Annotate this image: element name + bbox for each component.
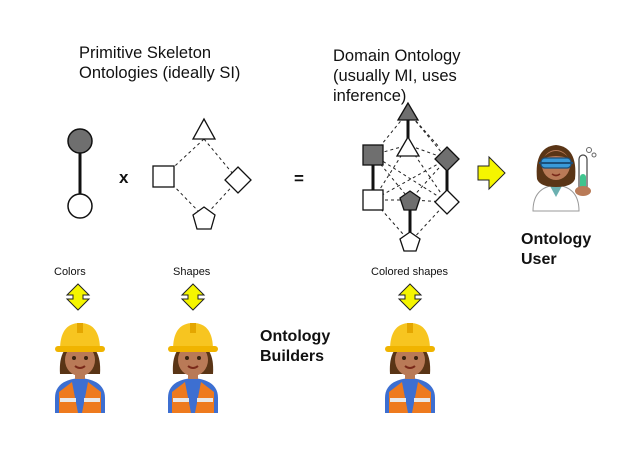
colored-shapes-label: Colored shapes — [371, 266, 449, 278]
equals-operator: = — [294, 169, 304, 188]
colors-skeleton — [67, 128, 93, 219]
double-arrow-icon — [181, 283, 205, 311]
right-arrow-icon — [477, 155, 506, 191]
builder-emoji-icon — [54, 322, 106, 414]
ontology-builders-label: Ontology Builders — [260, 328, 331, 365]
shapes-label: Shapes — [173, 266, 211, 278]
skeleton-ontologies-title: Primitive Skeleton Ontologies (ideally S… — [79, 44, 241, 83]
double-arrow-icon — [398, 283, 422, 311]
colors-label: Colors — [54, 266, 86, 278]
double-arrow-icon — [66, 283, 90, 311]
builder-emoji-icon — [167, 322, 219, 414]
shapes-skeleton — [152, 117, 252, 230]
builder-emoji-icon — [384, 322, 436, 414]
scientist-emoji-icon — [532, 145, 597, 212]
ontology-user-label: Ontology User — [521, 231, 592, 268]
domain-ontology-title: Domain Ontology (usually MI, uses infere… — [333, 47, 461, 106]
times-operator: x — [119, 168, 129, 187]
domain-ontology-graph — [362, 101, 460, 252]
